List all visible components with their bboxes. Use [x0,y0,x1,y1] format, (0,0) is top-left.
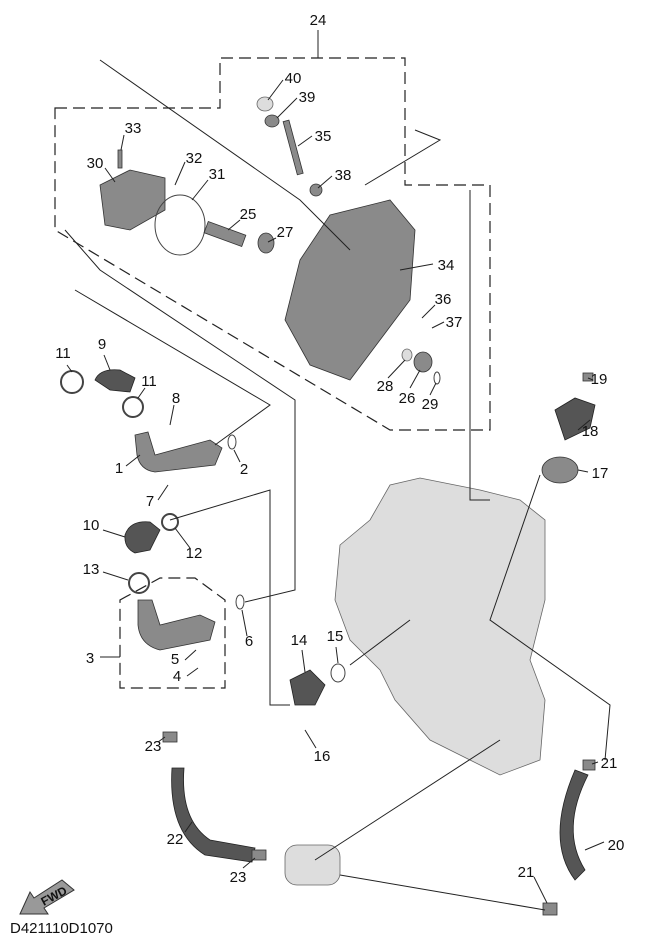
callout-18: 18 [582,423,599,440]
clamp-21-top [582,759,596,771]
callout-16: 16 [314,748,331,765]
thermostat-cover-18 [554,397,596,441]
callout-31: 31 [209,166,226,183]
impeller-shaft-25 [203,221,247,247]
callout-23b: 23 [230,869,247,886]
callout-28: 28 [377,378,394,395]
callout-13: 13 [83,561,100,578]
joint-14 [289,669,326,706]
callout-40: 40 [285,70,302,87]
bolt-19 [582,372,594,382]
callout-1: 1 [115,460,123,477]
assembly-24-boundary [54,57,491,431]
o-ring-6 [235,594,245,610]
callout-21a: 21 [601,755,618,772]
clamp-12 [161,513,179,531]
callout-39: 39 [299,89,316,106]
callout-11b: 11 [141,373,157,390]
callout-15: 15 [327,628,344,645]
engine-block [334,477,546,776]
callout-14: 14 [291,632,308,649]
callout-3: 3 [86,650,94,667]
clamp-11-left [60,370,84,394]
bolt-33 [117,149,123,169]
seal-39 [264,114,280,128]
o-ring-15 [330,663,346,683]
o-ring-2 [227,434,237,450]
pump-housing-30 [99,169,166,231]
callout-4: 4 [173,668,181,685]
thermostat-17 [541,456,579,484]
callout-23a: 23 [145,738,162,755]
callout-35: 35 [315,128,332,145]
assembly-3-boundary [119,577,226,689]
callout-37: 37 [446,314,463,331]
callout-20: 20 [608,837,625,854]
pipe-1 [134,431,223,473]
callout-21b: 21 [518,864,535,881]
callout-19: 19 [591,371,608,388]
callout-32: 32 [186,150,203,167]
callout-22: 22 [167,831,184,848]
seal-27 [257,232,275,254]
clamp-23-top [162,731,178,743]
pipe-3 [137,599,216,651]
callout-10: 10 [83,517,100,534]
callout-36: 36 [435,291,452,308]
hose-10 [124,521,161,554]
oil-cooler [284,844,341,886]
clamp-23-bottom [251,849,267,861]
clamp-21-bottom [542,902,558,916]
callout-8: 8 [172,390,180,407]
callout-34: 34 [438,257,455,274]
callout-17: 17 [592,465,609,482]
hose-9 [94,369,136,393]
o-ring-29 [433,371,441,385]
callout-11a: 11 [55,345,71,362]
diagram-code: D421110D1070 [10,920,113,937]
callout-2: 2 [240,461,248,478]
washer-28 [401,348,413,362]
callout-5: 5 [171,651,179,668]
washer-40 [256,96,274,112]
callout-27: 27 [277,224,294,241]
cover-34 [284,199,416,381]
clamp-11-right [122,396,144,418]
callout-labels: 24 40 39 35 38 33 30 32 31 25 27 34 36 3… [55,12,624,886]
bearing-26 [413,351,433,373]
o-ring-31 [154,194,206,256]
callout-30: 30 [87,155,104,172]
callout-7: 7 [146,493,154,510]
callout-26: 26 [399,390,416,407]
callout-9: 9 [98,336,106,353]
leader-lines [64,30,611,911]
clamp-13 [128,572,150,594]
callout-29: 29 [422,396,439,413]
callout-25: 25 [240,206,257,223]
callout-33: 33 [125,120,142,137]
hose-22 [171,767,256,863]
callout-24: 24 [310,12,327,29]
hose-20 [559,769,589,881]
callout-38: 38 [335,167,352,184]
shaft-35 [282,119,304,176]
callout-12: 12 [186,545,203,562]
callout-6: 6 [245,633,253,650]
fwd-arrow-icon: FWD [19,879,75,915]
